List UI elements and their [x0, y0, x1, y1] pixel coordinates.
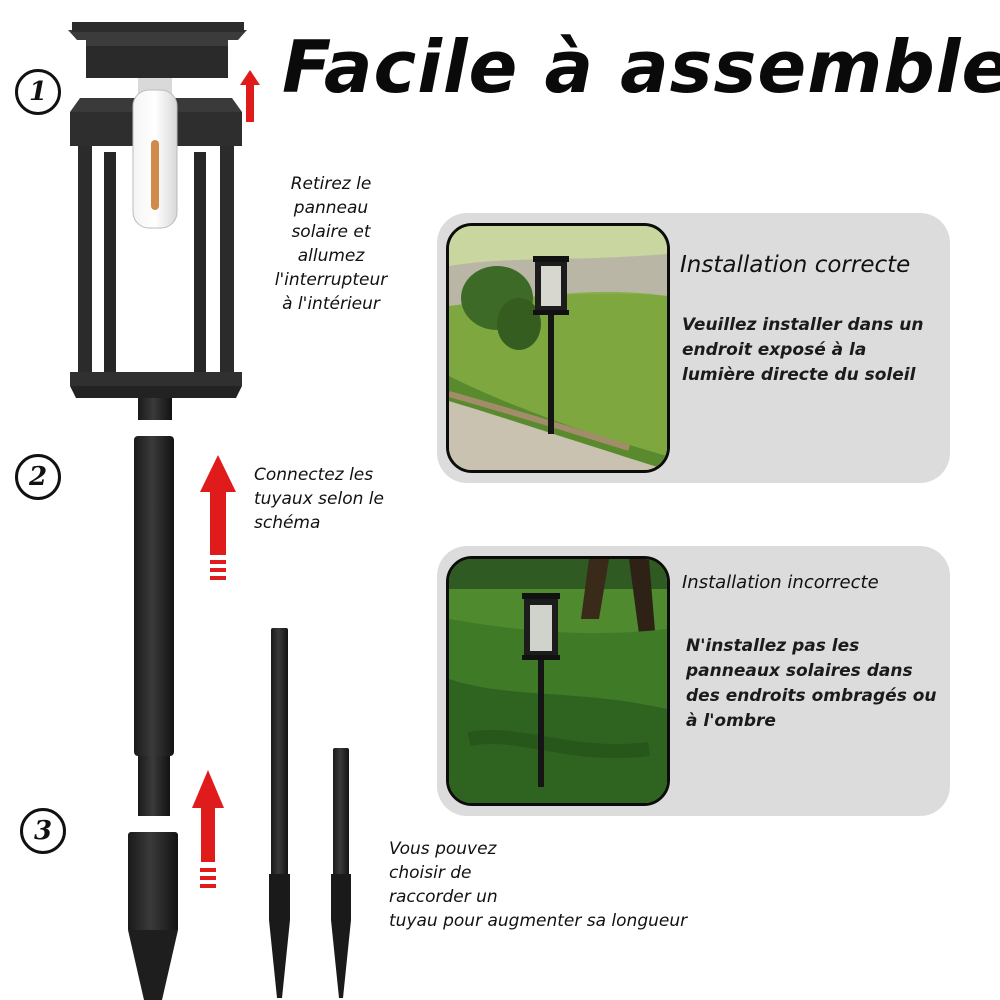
step-3-line: Vous pouvez — [389, 839, 497, 859]
step-3-line: tuyau pour augmenter sa longueur — [389, 911, 688, 931]
correct-installation-photo — [446, 223, 670, 473]
step-number-3: 3 — [20, 808, 66, 854]
step-2-text: Connectez les tuyaux selon le schéma — [254, 463, 434, 535]
step-number-1: 1 — [15, 69, 61, 115]
step-3-line: choisir de — [389, 863, 472, 883]
correct-installation-title: Installation correcte — [680, 252, 911, 278]
lamp-assembly-illustration — [68, 22, 351, 1000]
description-line: des endroits ombragés ou — [686, 686, 937, 706]
step-1-line: panneau — [293, 198, 369, 218]
bottom-stake — [128, 832, 178, 1000]
up-arrow-icon — [200, 455, 236, 580]
lantern-body — [70, 78, 242, 420]
description-line: N'installez pas les — [686, 636, 860, 656]
step-2-line: schéma — [254, 513, 321, 533]
description-line: à l'ombre — [686, 711, 776, 731]
extension-stake-1 — [269, 628, 290, 998]
incorrect-installation-photo — [446, 556, 670, 806]
step-1-line: allumez — [297, 246, 365, 266]
step-2-line: tuyaux selon le — [254, 489, 384, 509]
description-line: Veuillez installer dans un — [682, 315, 924, 335]
description-line: lumière directe du soleil — [682, 365, 916, 385]
step-1-line: solaire et — [291, 222, 371, 242]
description-line: endroit exposé à la — [682, 340, 867, 360]
middle-pole — [134, 436, 174, 816]
page-title: Facile à assembler — [282, 25, 1000, 109]
step-number-2: 2 — [15, 454, 61, 500]
description-line: panneaux solaires dans — [686, 661, 913, 681]
extension-stake-2 — [331, 748, 351, 998]
correct-installation-description: Veuillez installer dans un endroit expos… — [682, 313, 924, 388]
step-3-line: raccorder un — [389, 887, 498, 907]
step-1-line: Retirez le — [290, 174, 372, 194]
step-2-line: Connectez les — [254, 465, 374, 485]
step-1-line: l'interrupteur — [274, 270, 388, 290]
step-1-text: Retirez le panneau solaire et allumez l'… — [246, 172, 416, 316]
step-3-text: Vous pouvez choisir de raccorder un tuya… — [389, 837, 749, 933]
up-arrow-icon — [240, 70, 260, 122]
step-1-line: à l'intérieur — [282, 294, 380, 314]
incorrect-installation-description: N'installez pas les panneaux solaires da… — [686, 634, 937, 734]
up-arrow-icon — [192, 770, 224, 888]
solar-panel-cap — [68, 22, 247, 78]
incorrect-installation-title: Installation incorrecte — [682, 572, 879, 593]
